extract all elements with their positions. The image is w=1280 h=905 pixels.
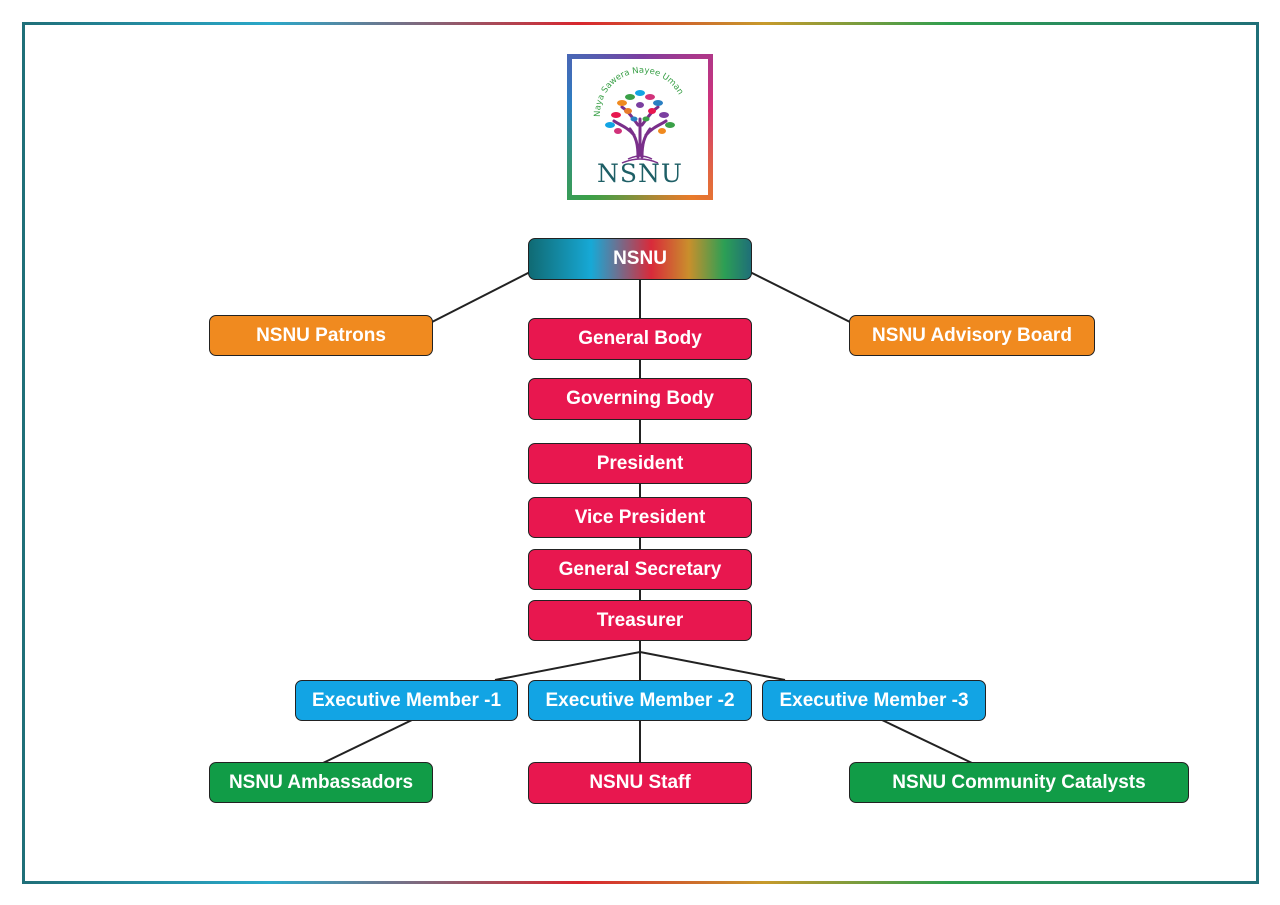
node-executive-member-1: Executive Member -1 (295, 680, 518, 721)
node-nsnu-staff: NSNU Staff (528, 762, 752, 804)
node-executive-member-2: Executive Member -2 (528, 680, 752, 721)
node-vice-president: Vice President (528, 497, 752, 538)
node-nsnu-advisory-board: NSNU Advisory Board (849, 315, 1095, 356)
node-nsnu-community-catalysts: NSNU Community Catalysts (849, 762, 1189, 803)
nsnu-logo: Naya Sawera Nayee Umang NSNU (567, 54, 713, 200)
node-general-secretary: General Secretary (528, 549, 752, 590)
node-general-body: General Body (528, 318, 752, 360)
node-governing-body: Governing Body (528, 378, 752, 420)
node-nsnu-ambassadors: NSNU Ambassadors (209, 762, 433, 803)
logo-name: NSNU (597, 159, 683, 188)
node-president: President (528, 443, 752, 484)
node-nsnu: NSNU (528, 238, 752, 280)
node-treasurer: Treasurer (528, 600, 752, 641)
node-nsnu-patrons: NSNU Patrons (209, 315, 433, 356)
tree-icon: Naya Sawera Nayee Umang (572, 59, 685, 164)
node-executive-member-3: Executive Member -3 (762, 680, 986, 721)
